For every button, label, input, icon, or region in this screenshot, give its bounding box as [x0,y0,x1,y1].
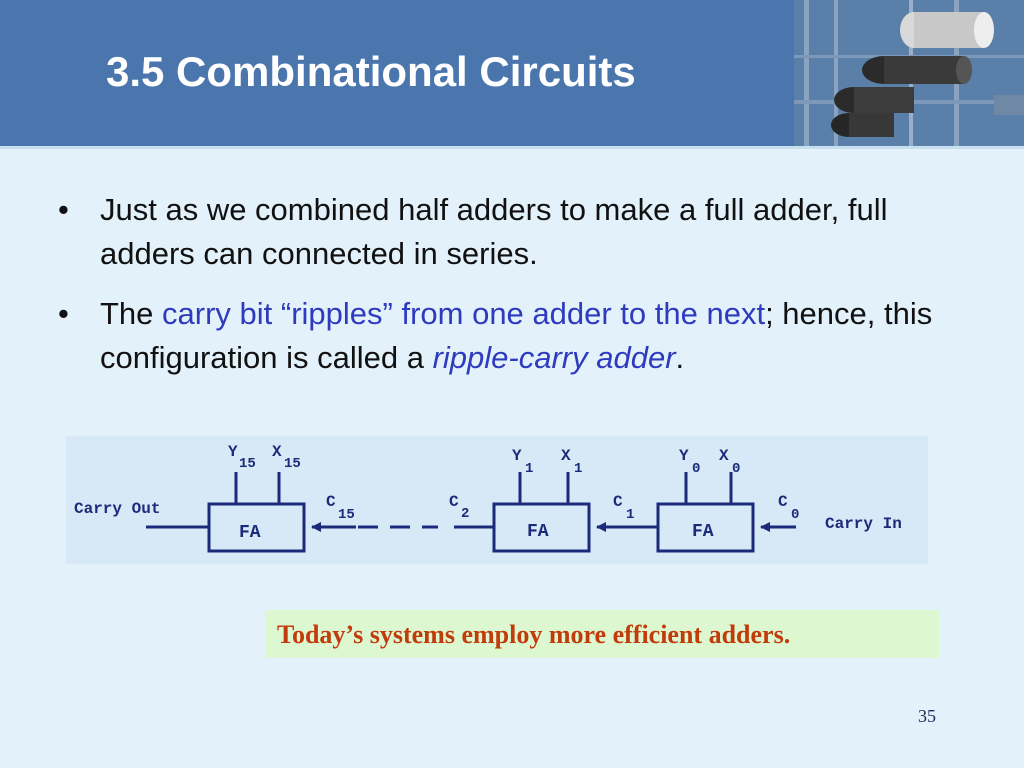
y1-subscript: 1 [525,461,533,477]
bullet-list: • Just as we combined half adders to mak… [58,188,958,396]
bullet-item: • Just as we combined half adders to mak… [58,188,958,276]
page-number: 35 [918,706,936,726]
carry-out-label: Carry Out [74,500,160,518]
c0-subscript: 0 [791,507,799,523]
bullet-text-suffix: . [675,340,685,375]
bullet-marker: • [58,296,69,331]
bullet-item: • The carry bit “ripples” from one adder… [58,292,958,380]
fa-label-15: FA [239,523,261,543]
x0-letter: X [719,447,729,465]
ripple-carry-diagram: Carry Out Carry In FA FA FA Y 15 X 15 C … [66,436,928,564]
y0-subscript: 0 [692,461,700,477]
y15-letter: Y [228,443,238,461]
diagram-canvas: Carry Out Carry In FA FA FA Y 15 X 15 C … [74,443,902,553]
c2-letter: C [449,493,459,511]
bullet-marker: • [58,192,69,227]
slide-header: 3.5 Combinational Circuits [0,0,1024,146]
c0-letter: C [778,493,788,511]
c15-subscript: 15 [338,507,355,523]
bullet-text-middle: ; hence, this configuration is called a [100,296,933,375]
pipes-photo [794,0,1024,146]
bullet-italic-term: ripple-carry adder [432,340,676,375]
note-box: Today’s systems employ more efficient ad… [265,610,939,658]
c2-subscript: 2 [461,506,469,522]
x1-subscript: 1 [574,461,582,477]
bullet-text: Just as we combined half adders to make … [100,192,888,271]
carry-in-label: Carry In [825,515,902,533]
y15-subscript: 15 [239,456,256,472]
y0-letter: Y [679,447,689,465]
x15-subscript: 15 [284,456,301,472]
c1-subscript: 1 [626,507,634,523]
x15-letter: X [272,443,282,461]
x1-letter: X [561,447,571,465]
c1-letter: C [613,493,623,511]
y1-letter: Y [512,447,522,465]
note-text: Today’s systems employ more efficient ad… [277,620,791,649]
fa-label-1: FA [527,522,549,542]
slide-title: 3.5 Combinational Circuits [106,48,636,95]
c15-letter: C [326,493,336,511]
bullet-highlight: carry bit “ripples” from one adder to th… [162,296,766,331]
bullet-text-prefix: The [100,296,163,331]
header-divider [0,146,1024,149]
fa-label-0: FA [692,522,714,542]
x0-subscript: 0 [732,461,740,477]
